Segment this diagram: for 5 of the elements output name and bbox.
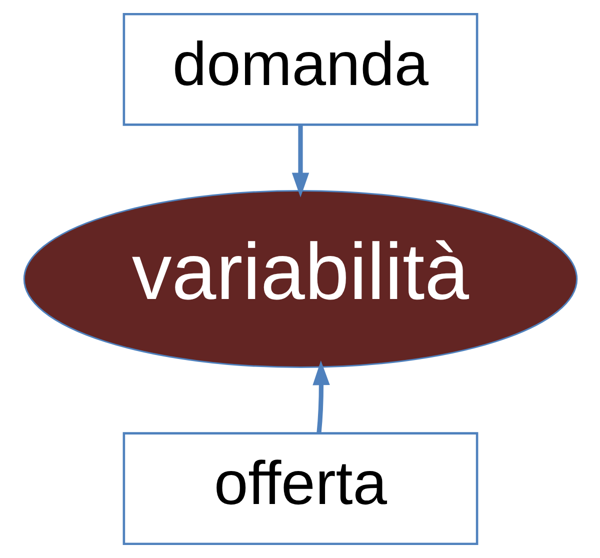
node-box: offerta bbox=[122, 432, 478, 545]
arrow bbox=[312, 360, 330, 434]
arrow bbox=[291, 125, 309, 198]
node-ellipse: variabilità bbox=[22, 190, 578, 368]
node-box: domanda bbox=[122, 13, 478, 126]
